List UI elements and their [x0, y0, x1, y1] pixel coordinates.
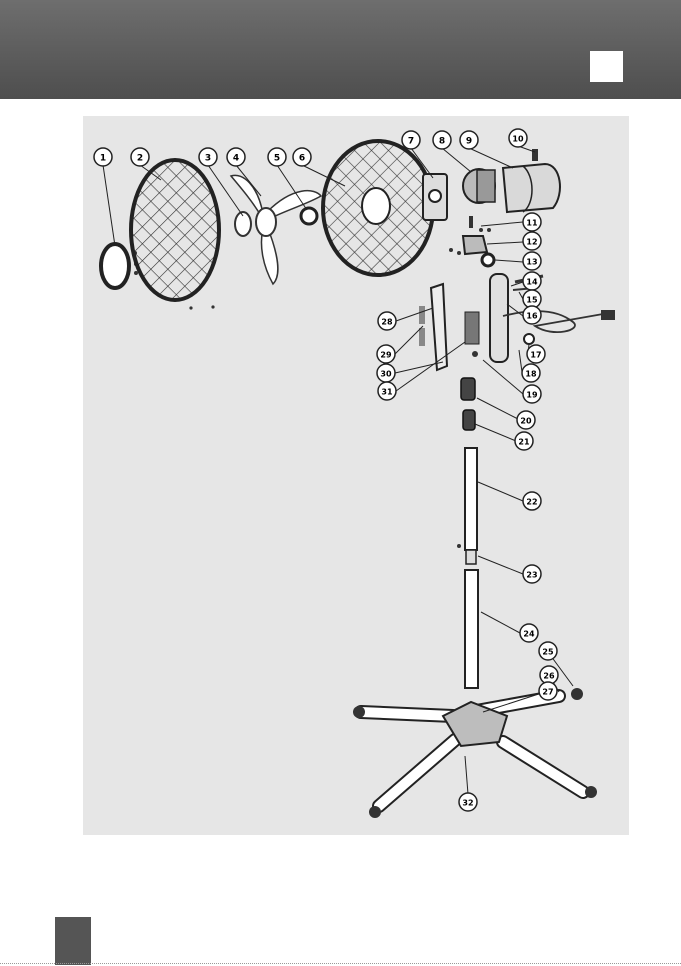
upper-tube: [465, 448, 477, 550]
callout-label: 24: [523, 630, 535, 639]
callout-3: 3: [199, 148, 217, 166]
callout-4: 4: [227, 148, 245, 166]
callout-label: 22: [526, 498, 537, 507]
callout-label: 32: [462, 799, 473, 808]
front-grille: [131, 160, 219, 310]
lower-tube: [465, 570, 478, 688]
callout-label: 6: [299, 154, 305, 164]
callout-31: 31: [378, 382, 396, 400]
callout-label: 8: [439, 137, 445, 147]
callout-22: 22: [523, 492, 541, 510]
callout-29: 29: [377, 345, 395, 363]
callout-label: 18: [525, 370, 537, 379]
callout-label: 14: [526, 278, 538, 287]
callout-10: 10: [509, 129, 527, 147]
callout-label: 7: [408, 137, 414, 147]
callout-17: 17: [527, 345, 545, 363]
header-square-marker: [590, 51, 623, 82]
callout-label: 15: [526, 296, 538, 305]
callout-label: 26: [543, 672, 555, 681]
callout-8: 8: [433, 131, 451, 149]
motor: [463, 169, 495, 203]
callout-25: 25: [539, 642, 557, 660]
callout-label: 5: [274, 154, 280, 164]
callout-label: 4: [233, 154, 239, 164]
callout-30: 30: [377, 364, 395, 382]
callout-label: 2: [137, 154, 143, 164]
callout-label: 16: [526, 312, 538, 321]
callout-label: 30: [380, 370, 392, 379]
callout-label: 28: [381, 318, 393, 327]
callout-label: 19: [526, 391, 538, 400]
diagram-svg: 1 2 3 4 5 6 7 8 9 10 11 12 13 14 15 16 1…: [83, 116, 629, 835]
callout-27: 27: [539, 682, 557, 700]
header-bar: [0, 0, 681, 99]
page-tab-marker: [55, 917, 91, 965]
callout-11: 11: [523, 213, 541, 231]
rear-motor-cover: [503, 164, 560, 212]
callout-12: 12: [523, 232, 541, 250]
callout-label: 21: [518, 438, 530, 447]
callout-20: 20: [517, 411, 535, 429]
callout-label: 3: [205, 154, 211, 164]
callout-1: 1: [94, 148, 112, 166]
callout-label: 23: [526, 571, 537, 580]
motor-front-cover: [423, 174, 447, 220]
callout-14: 14: [523, 272, 541, 290]
callout-7: 7: [402, 131, 420, 149]
callout-21: 21: [515, 432, 533, 450]
callout-label: 11: [526, 219, 538, 228]
gearbox-parts: [449, 216, 494, 266]
callout-label: 10: [512, 135, 524, 144]
callout-2: 2: [131, 148, 149, 166]
callout-label: 27: [542, 688, 553, 697]
callout-label: 17: [530, 351, 541, 360]
exploded-fan-diagram: 1 2 3 4 5 6 7 8 9 10 11 12 13 14 15 16 1…: [83, 116, 629, 835]
callout-label: 25: [542, 648, 554, 657]
blade-nut: [301, 208, 317, 224]
callout-label: 9: [466, 137, 472, 147]
callout-label: 12: [526, 238, 537, 247]
callout-18: 18: [522, 364, 540, 382]
control-housing: [419, 284, 479, 370]
callout-label: 29: [380, 351, 392, 360]
callout-16: 16: [523, 306, 541, 324]
callout-9: 9: [460, 131, 478, 149]
callout-label: 31: [381, 388, 393, 397]
control-knob: [524, 334, 534, 344]
callout-23: 23: [523, 565, 541, 583]
callout-32: 32: [459, 793, 477, 811]
callout-label: 1: [100, 154, 106, 164]
callout-19: 19: [523, 385, 541, 403]
callout-label: 13: [526, 258, 537, 267]
callout-28: 28: [378, 312, 396, 330]
rear-grille: [323, 141, 433, 275]
callout-5: 5: [268, 148, 286, 166]
callout-24: 24: [520, 624, 538, 642]
callout-6: 6: [293, 148, 311, 166]
height-clamp: [461, 378, 475, 430]
callout-26: 26: [540, 666, 558, 684]
callout-label: 20: [520, 417, 532, 426]
callout-13: 13: [523, 252, 541, 270]
